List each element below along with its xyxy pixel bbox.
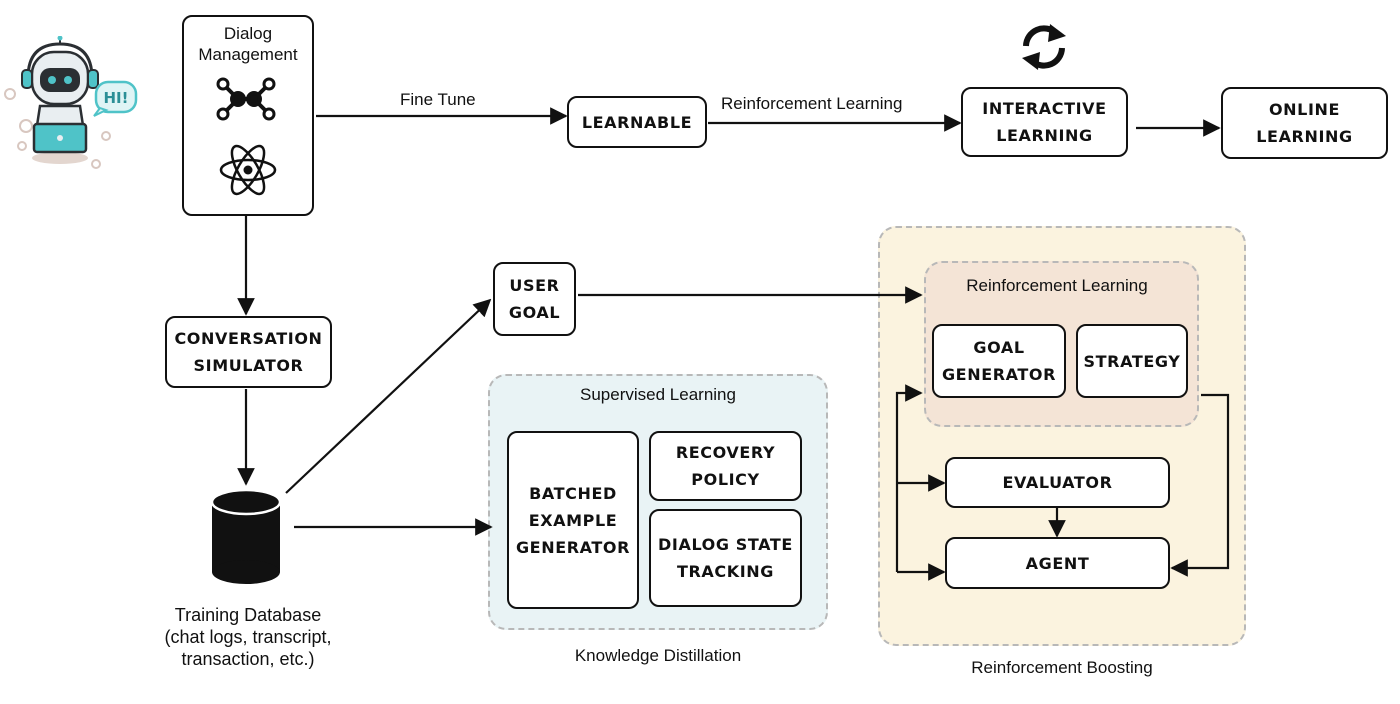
interactive-learning-box: INTERACTIVE LEARNING xyxy=(961,87,1128,157)
conversation-simulator-box: CONVERSATION SIMULATOR xyxy=(165,316,332,388)
edge-rl-to-agent xyxy=(1170,393,1230,577)
strategy-box: STRATEGY xyxy=(1076,324,1188,398)
agent-box: AGENT xyxy=(945,537,1170,589)
dialog-management-card: Dialog Management xyxy=(182,15,314,216)
recovery-policy-box: RECOVERY POLICY xyxy=(649,431,802,501)
reinforcement-learning-region-label: Reinforcement Learning xyxy=(966,276,1148,295)
user-goal-box: USER GOAL xyxy=(493,262,576,336)
batched-example-generator-box: BATCHED EXAMPLE GENERATOR xyxy=(507,431,639,609)
reinforcement-boosting-label: Reinforcement Boosting xyxy=(971,658,1153,677)
supervised-learning-label: Supervised Learning xyxy=(580,385,736,404)
fine-tune-label: Fine Tune xyxy=(400,90,476,109)
reinforcement-learning-edge-label: Reinforcement Learning xyxy=(721,94,903,113)
learnable-box: LEARNABLE xyxy=(567,96,707,148)
dialog-state-tracking-box: DIALOG STATE TRACKING xyxy=(649,509,802,607)
training-database-label: Training Database (chat logs, transcript… xyxy=(164,605,332,669)
evaluator-box: EVALUATOR xyxy=(945,457,1170,508)
database-icon xyxy=(210,488,282,584)
edge-loop-to-rl xyxy=(895,384,923,572)
robot-speech-text: HI! xyxy=(104,89,129,107)
graph-network-icon xyxy=(216,77,276,121)
dialog-management-title: Dialog Management xyxy=(198,24,298,64)
refresh-cycle-icon xyxy=(1022,24,1066,70)
goal-generator-box: GOAL GENERATOR xyxy=(932,324,1066,398)
online-learning-box: ONLINE LEARNING xyxy=(1221,87,1388,159)
knowledge-distillation-label: Knowledge Distillation xyxy=(574,646,742,665)
edge-database-to-usergoal xyxy=(285,298,492,494)
atom-icon xyxy=(219,144,277,196)
robot-mascot-icon: HI! xyxy=(4,36,138,169)
